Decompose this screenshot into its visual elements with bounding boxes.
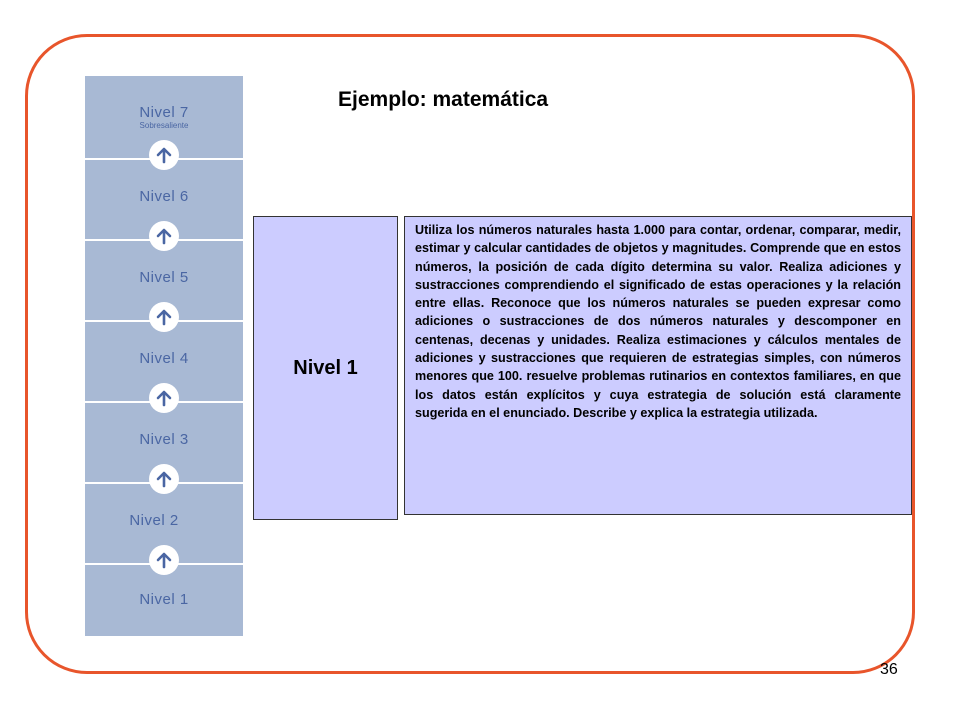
arrow-up-icon <box>149 221 179 251</box>
ladder-level-label: Nivel 7 <box>139 104 189 121</box>
level-description-text: Utiliza los números naturales hasta 1.00… <box>415 223 901 420</box>
page-number: 36 <box>880 661 898 678</box>
ladder-level-label: Nivel 2 <box>129 512 179 529</box>
ladder-level-label: Nivel 6 <box>139 188 189 205</box>
arrow-up-icon <box>149 383 179 413</box>
arrow-up-icon <box>149 140 179 170</box>
current-level-box: Nivel 1 <box>253 216 398 520</box>
ladder-level-label: Nivel 1 <box>139 591 189 608</box>
slide-title: Ejemplo: matemática <box>338 88 549 111</box>
ladder-level-label: Nivel 5 <box>139 269 189 286</box>
ladder-level-1: Nivel 1 <box>85 563 243 636</box>
current-level-label: Nivel 1 <box>293 356 358 379</box>
level-description-box: Utiliza los números naturales hasta 1.00… <box>404 216 912 515</box>
arrow-up-icon <box>149 302 179 332</box>
arrow-up-icon <box>149 464 179 494</box>
arrow-up-icon <box>149 545 179 575</box>
ladder-level-label: Nivel 3 <box>139 431 189 448</box>
slide-frame <box>25 34 915 674</box>
ladder-level-sublabel: Sobresaliente <box>139 121 189 130</box>
level-ladder: Nivel 7 Sobresaliente Nivel 6 Nivel 5 Ni… <box>85 76 243 636</box>
ladder-level-label: Nivel 4 <box>139 350 189 367</box>
